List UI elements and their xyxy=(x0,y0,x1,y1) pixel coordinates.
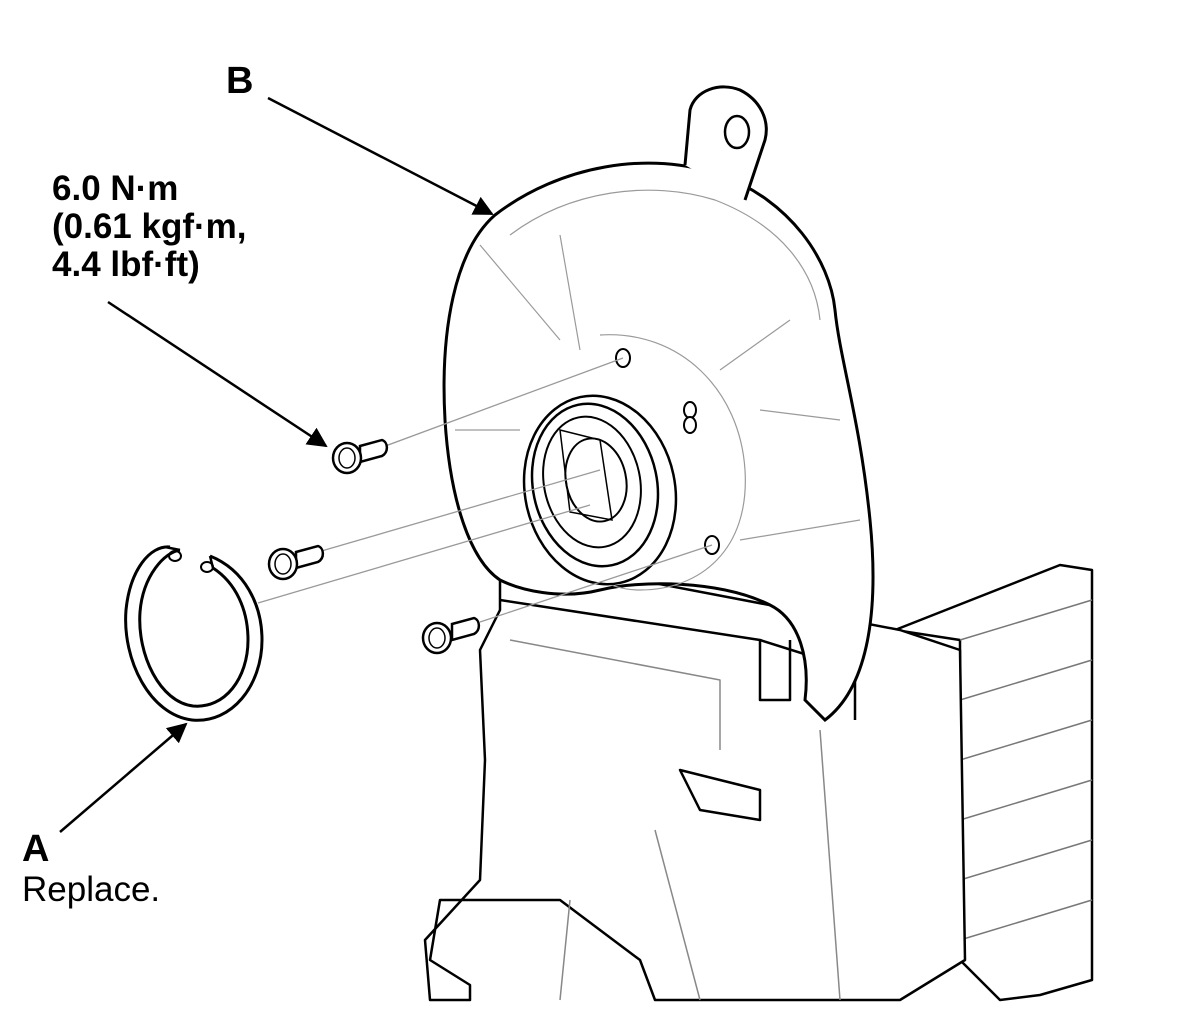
hub-bearing xyxy=(522,394,678,586)
flange-bolts xyxy=(267,438,481,655)
alignment-lines xyxy=(257,357,713,623)
bolt-middle xyxy=(267,544,325,581)
callout-a-letter: A xyxy=(22,828,50,870)
bolt-lower xyxy=(421,616,481,655)
leader-torque-arrow xyxy=(107,300,328,448)
leader-lines xyxy=(59,96,494,833)
torque-spec-line-1: 6.0 N·m xyxy=(52,169,179,208)
bolt-upper xyxy=(331,438,389,475)
torque-spec-line-2: (0.61 kgf·m, xyxy=(52,207,247,246)
torque-spec: 6.0 N·m (0.61 kgf·m, 4.4 lbf·ft) xyxy=(52,170,247,284)
torque-spec-line-3: 4.4 lbf·ft) xyxy=(52,245,200,284)
callout-b-letter: B xyxy=(226,60,254,102)
knuckle-lower-casting xyxy=(423,563,967,1002)
snap-ring-a xyxy=(124,545,264,722)
leader-b-arrow xyxy=(267,96,494,216)
callout-a-note: Replace. xyxy=(22,870,161,909)
leader-a-arrow xyxy=(59,722,188,833)
